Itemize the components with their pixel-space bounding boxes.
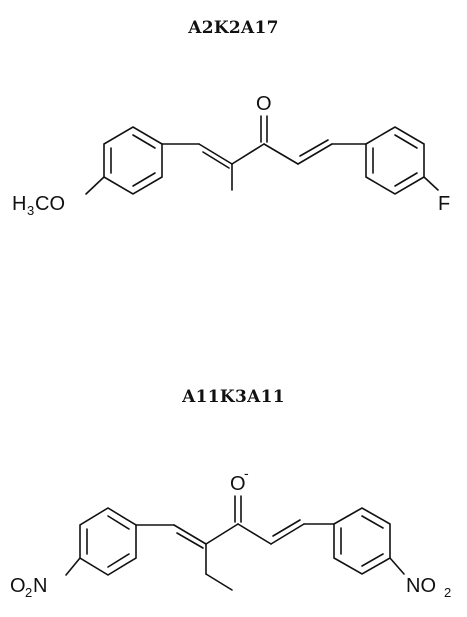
left-nitro-bond xyxy=(65,557,81,576)
left-benzene-ring xyxy=(79,507,137,576)
fluorine-label: F xyxy=(438,193,450,215)
methoxy-co-label: CO xyxy=(35,193,65,215)
methoxy-bond xyxy=(85,176,105,195)
double-bond-alpha xyxy=(173,524,207,545)
carbonyl-bond-left xyxy=(205,523,239,545)
double-bond-alpha xyxy=(198,143,233,165)
double-bond-alpha-inner xyxy=(202,151,230,169)
double-bond-beta xyxy=(297,143,333,165)
right-nitro-bond xyxy=(389,557,405,575)
structure-1-diagram: O H 3 CO F xyxy=(12,93,450,218)
methoxy-h-label: H xyxy=(12,193,26,215)
right-nitro-label: NO xyxy=(406,575,436,597)
double-bond-alpha-inner xyxy=(176,532,204,549)
right-nitro-subscript-label: 2 xyxy=(444,585,451,600)
left-nitro-subscript-label: 2 xyxy=(25,585,32,600)
right-benzene-ring xyxy=(365,126,425,195)
carbonyl-bond-right xyxy=(237,523,272,545)
carbonyl-bond-right xyxy=(263,143,299,165)
oxygen-charge-label: - xyxy=(244,465,249,481)
left-nitro-n-label: N xyxy=(33,575,47,597)
left-nitro-o-label: O xyxy=(10,575,26,597)
structure-2-title: A11K3A11 xyxy=(182,387,285,407)
ethyl-bond-2 xyxy=(205,573,233,591)
carbonyl-oxygen-label: O xyxy=(256,93,272,115)
fluoro-bond xyxy=(423,176,439,191)
double-bond-beta xyxy=(270,523,305,545)
carbonyl-bond-left xyxy=(231,143,265,165)
carbonyl-oxygen-label: O xyxy=(230,473,246,495)
double-bond-beta-inner xyxy=(299,139,329,157)
left-benzene-ring xyxy=(103,126,163,195)
right-benzene-ring xyxy=(333,507,391,575)
methoxy-subscript-label: 3 xyxy=(27,203,34,218)
structure-2-diagram: O - O 2 N NO 2 xyxy=(10,465,451,600)
double-bond-beta-inner xyxy=(272,519,301,537)
structure-1-title: A2K2A17 xyxy=(188,18,279,38)
